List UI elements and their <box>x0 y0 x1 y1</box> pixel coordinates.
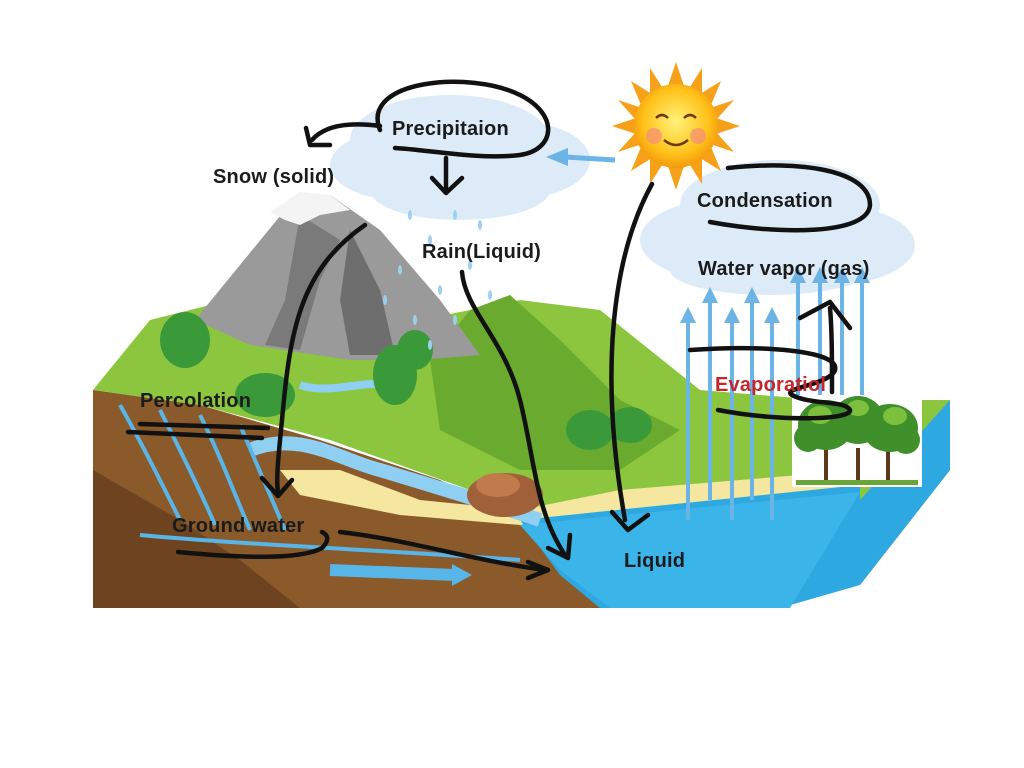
snow-label: Snow (solid) <box>213 166 335 188</box>
condensation-label: Condensation <box>697 190 833 212</box>
landscape <box>93 295 950 608</box>
tree-icon <box>792 395 922 487</box>
percolation-label: Percolation <box>140 390 252 412</box>
sun-to-cloud-arrow <box>546 148 616 166</box>
handwritten-annotations <box>125 79 873 581</box>
water-vapor-label: Water vapor (gas) <box>698 258 870 280</box>
sun-icon <box>612 62 740 190</box>
rain-drops <box>383 210 492 350</box>
precipitation-label: Precipitaion <box>392 118 509 140</box>
ground-water-label: Ground water <box>172 515 305 537</box>
liquid-label: Liquid <box>624 550 686 572</box>
mountain <box>195 192 480 360</box>
evaporation-label: Evaporatiol <box>715 374 827 396</box>
bush-clusters <box>160 312 652 450</box>
rain-label: Rain(Liquid) <box>422 241 542 263</box>
